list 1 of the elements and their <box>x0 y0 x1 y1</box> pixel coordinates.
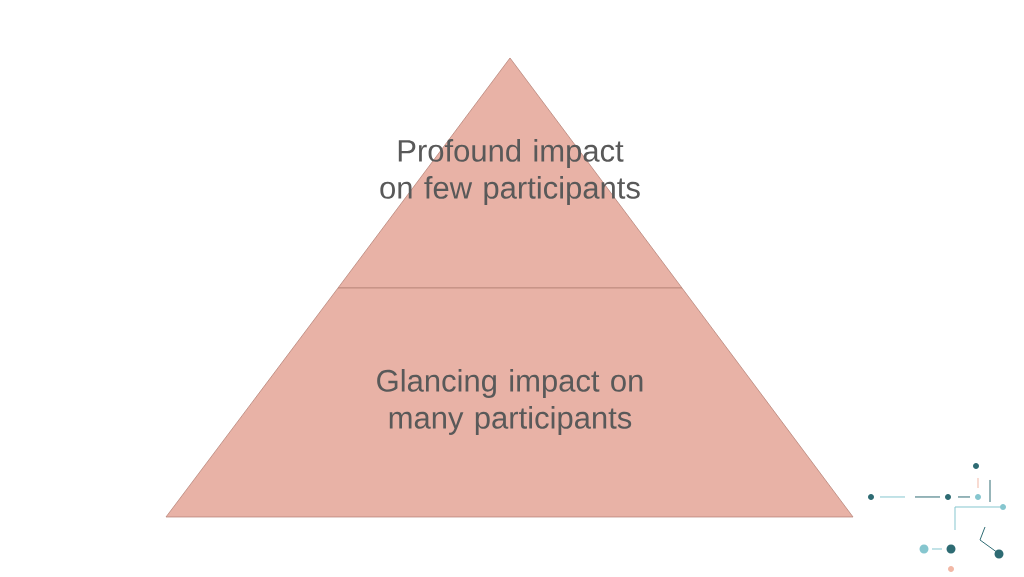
pyramid-level: Glancing impact on many participants <box>165 287 854 518</box>
